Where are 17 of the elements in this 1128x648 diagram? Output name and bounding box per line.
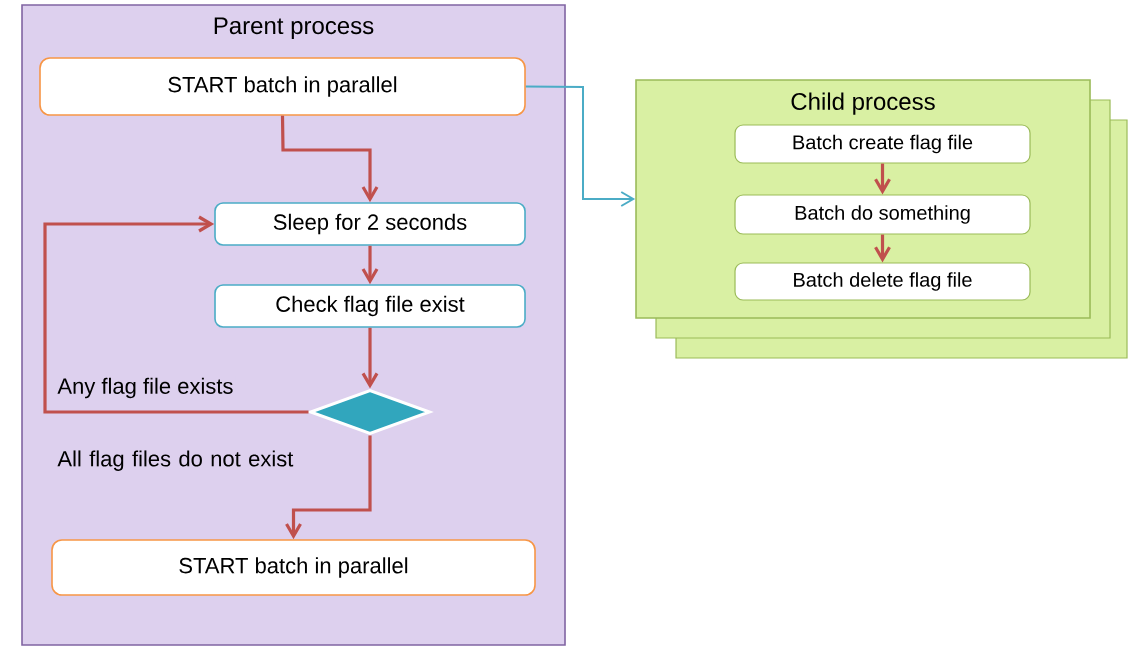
arrow: [280, 115, 379, 203]
arrow: [874, 163, 891, 195]
process-box: Batch delete flag file: [734, 262, 1031, 301]
process-box: Batch do something: [734, 194, 1031, 235]
process-box: Batch create flag file: [734, 124, 1031, 164]
process-box: Check flag file exist: [214, 284, 526, 328]
edge-label: Any flag file exists: [55, 375, 236, 401]
arrow: [361, 327, 379, 389]
arrow: [874, 234, 891, 263]
process-box: START batch in parallel: [39, 57, 526, 116]
edge-label: All flag files do not exist: [55, 448, 300, 473]
arrow: [361, 245, 379, 285]
process-box: START batch in parallel: [51, 539, 536, 596]
arrow: [43, 215, 309, 414]
arrow: [285, 435, 372, 540]
process-box: Sleep for 2 seconds: [214, 202, 526, 246]
arrow: [524, 85, 636, 207]
